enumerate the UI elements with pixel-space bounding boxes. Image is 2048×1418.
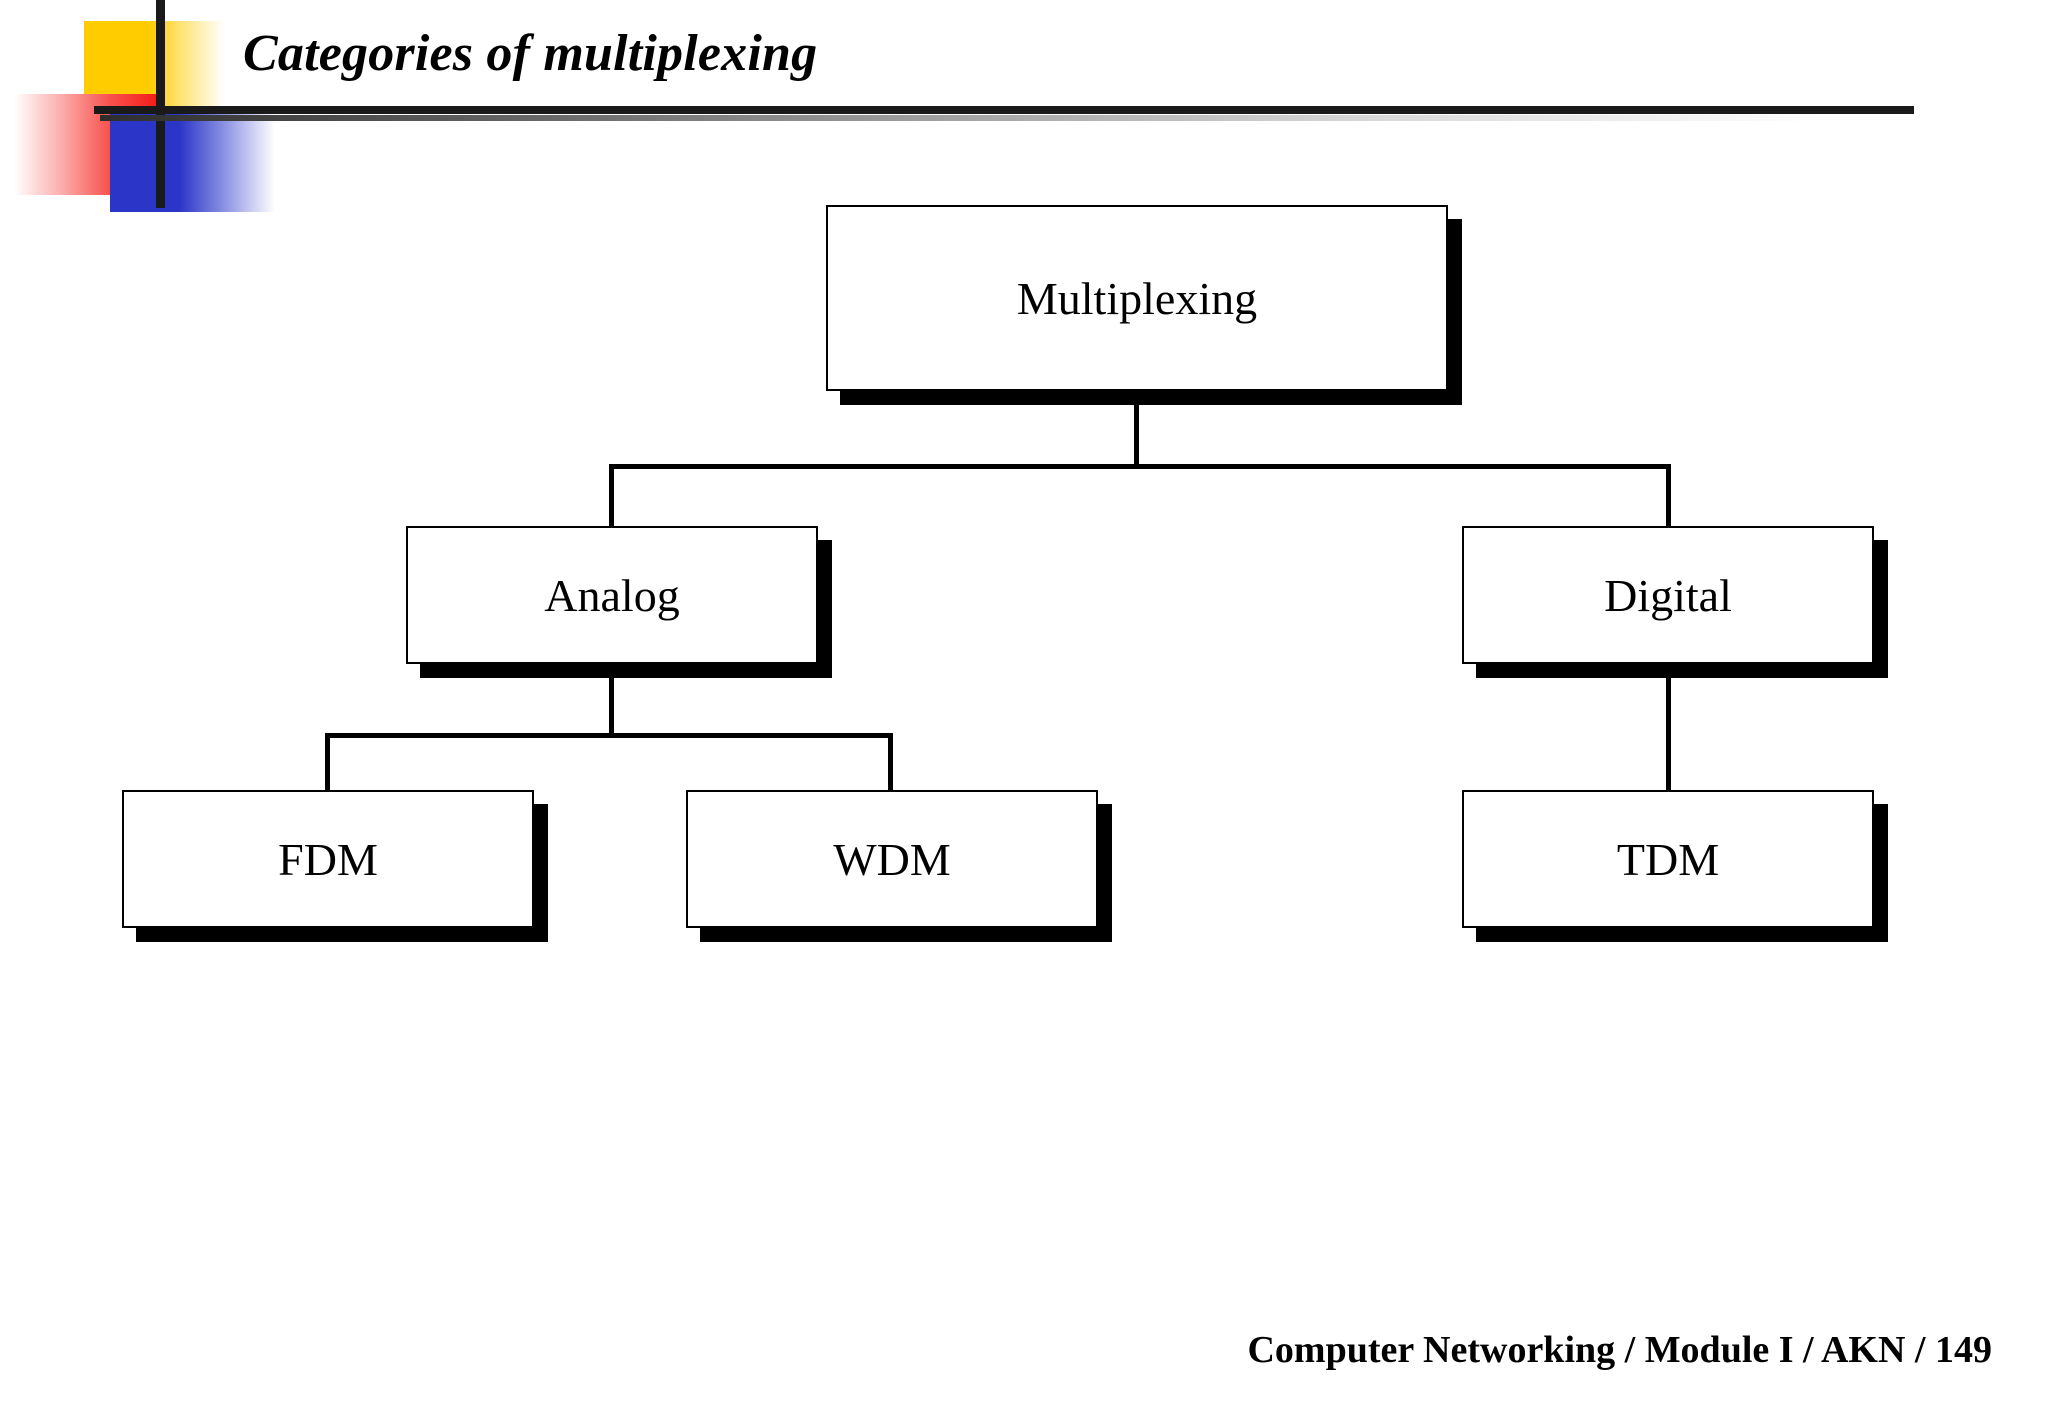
logo-horizontal-bar-icon (94, 106, 1914, 114)
diagram-node-fdm[interactable]: FDM (122, 790, 534, 928)
diagram-node-wdm[interactable]: WDM (686, 790, 1098, 928)
connector-digital-up (1666, 464, 1671, 526)
node-label-analog: Analog (544, 569, 680, 621)
title-divider (100, 115, 1820, 121)
connector-analog-down (609, 678, 614, 736)
connector-analog-up (609, 464, 614, 526)
node-label-wdm: WDM (833, 833, 951, 885)
node-label-fdm: FDM (278, 833, 378, 885)
connector-wdm-up (888, 733, 893, 791)
node-label-tdm: TDM (1616, 833, 1720, 885)
slide-title: Categories of multiplexing (243, 25, 818, 82)
slide-footer: Computer Networking / Module I / AKN / 1… (1247, 1329, 1992, 1371)
connector-digital-to-tdm (1666, 678, 1671, 791)
connector-level1-bus (609, 464, 1671, 469)
diagram-node-tdm[interactable]: TDM (1462, 790, 1874, 928)
diagram-node-analog[interactable]: Analog (406, 526, 818, 664)
diagram-node-multiplexing[interactable]: Multiplexing (826, 205, 1448, 391)
diagram-node-digital[interactable]: Digital (1462, 526, 1874, 664)
connector-fdm-up (325, 733, 330, 791)
node-label-multiplexing: Multiplexing (1016, 272, 1258, 324)
connector-multiplexing-down (1134, 405, 1139, 467)
logo-blue-square (110, 112, 275, 212)
connector-level2-bus (325, 733, 893, 738)
node-label-digital: Digital (1604, 569, 1732, 621)
logo-vertical-bar-icon (156, 0, 165, 208)
